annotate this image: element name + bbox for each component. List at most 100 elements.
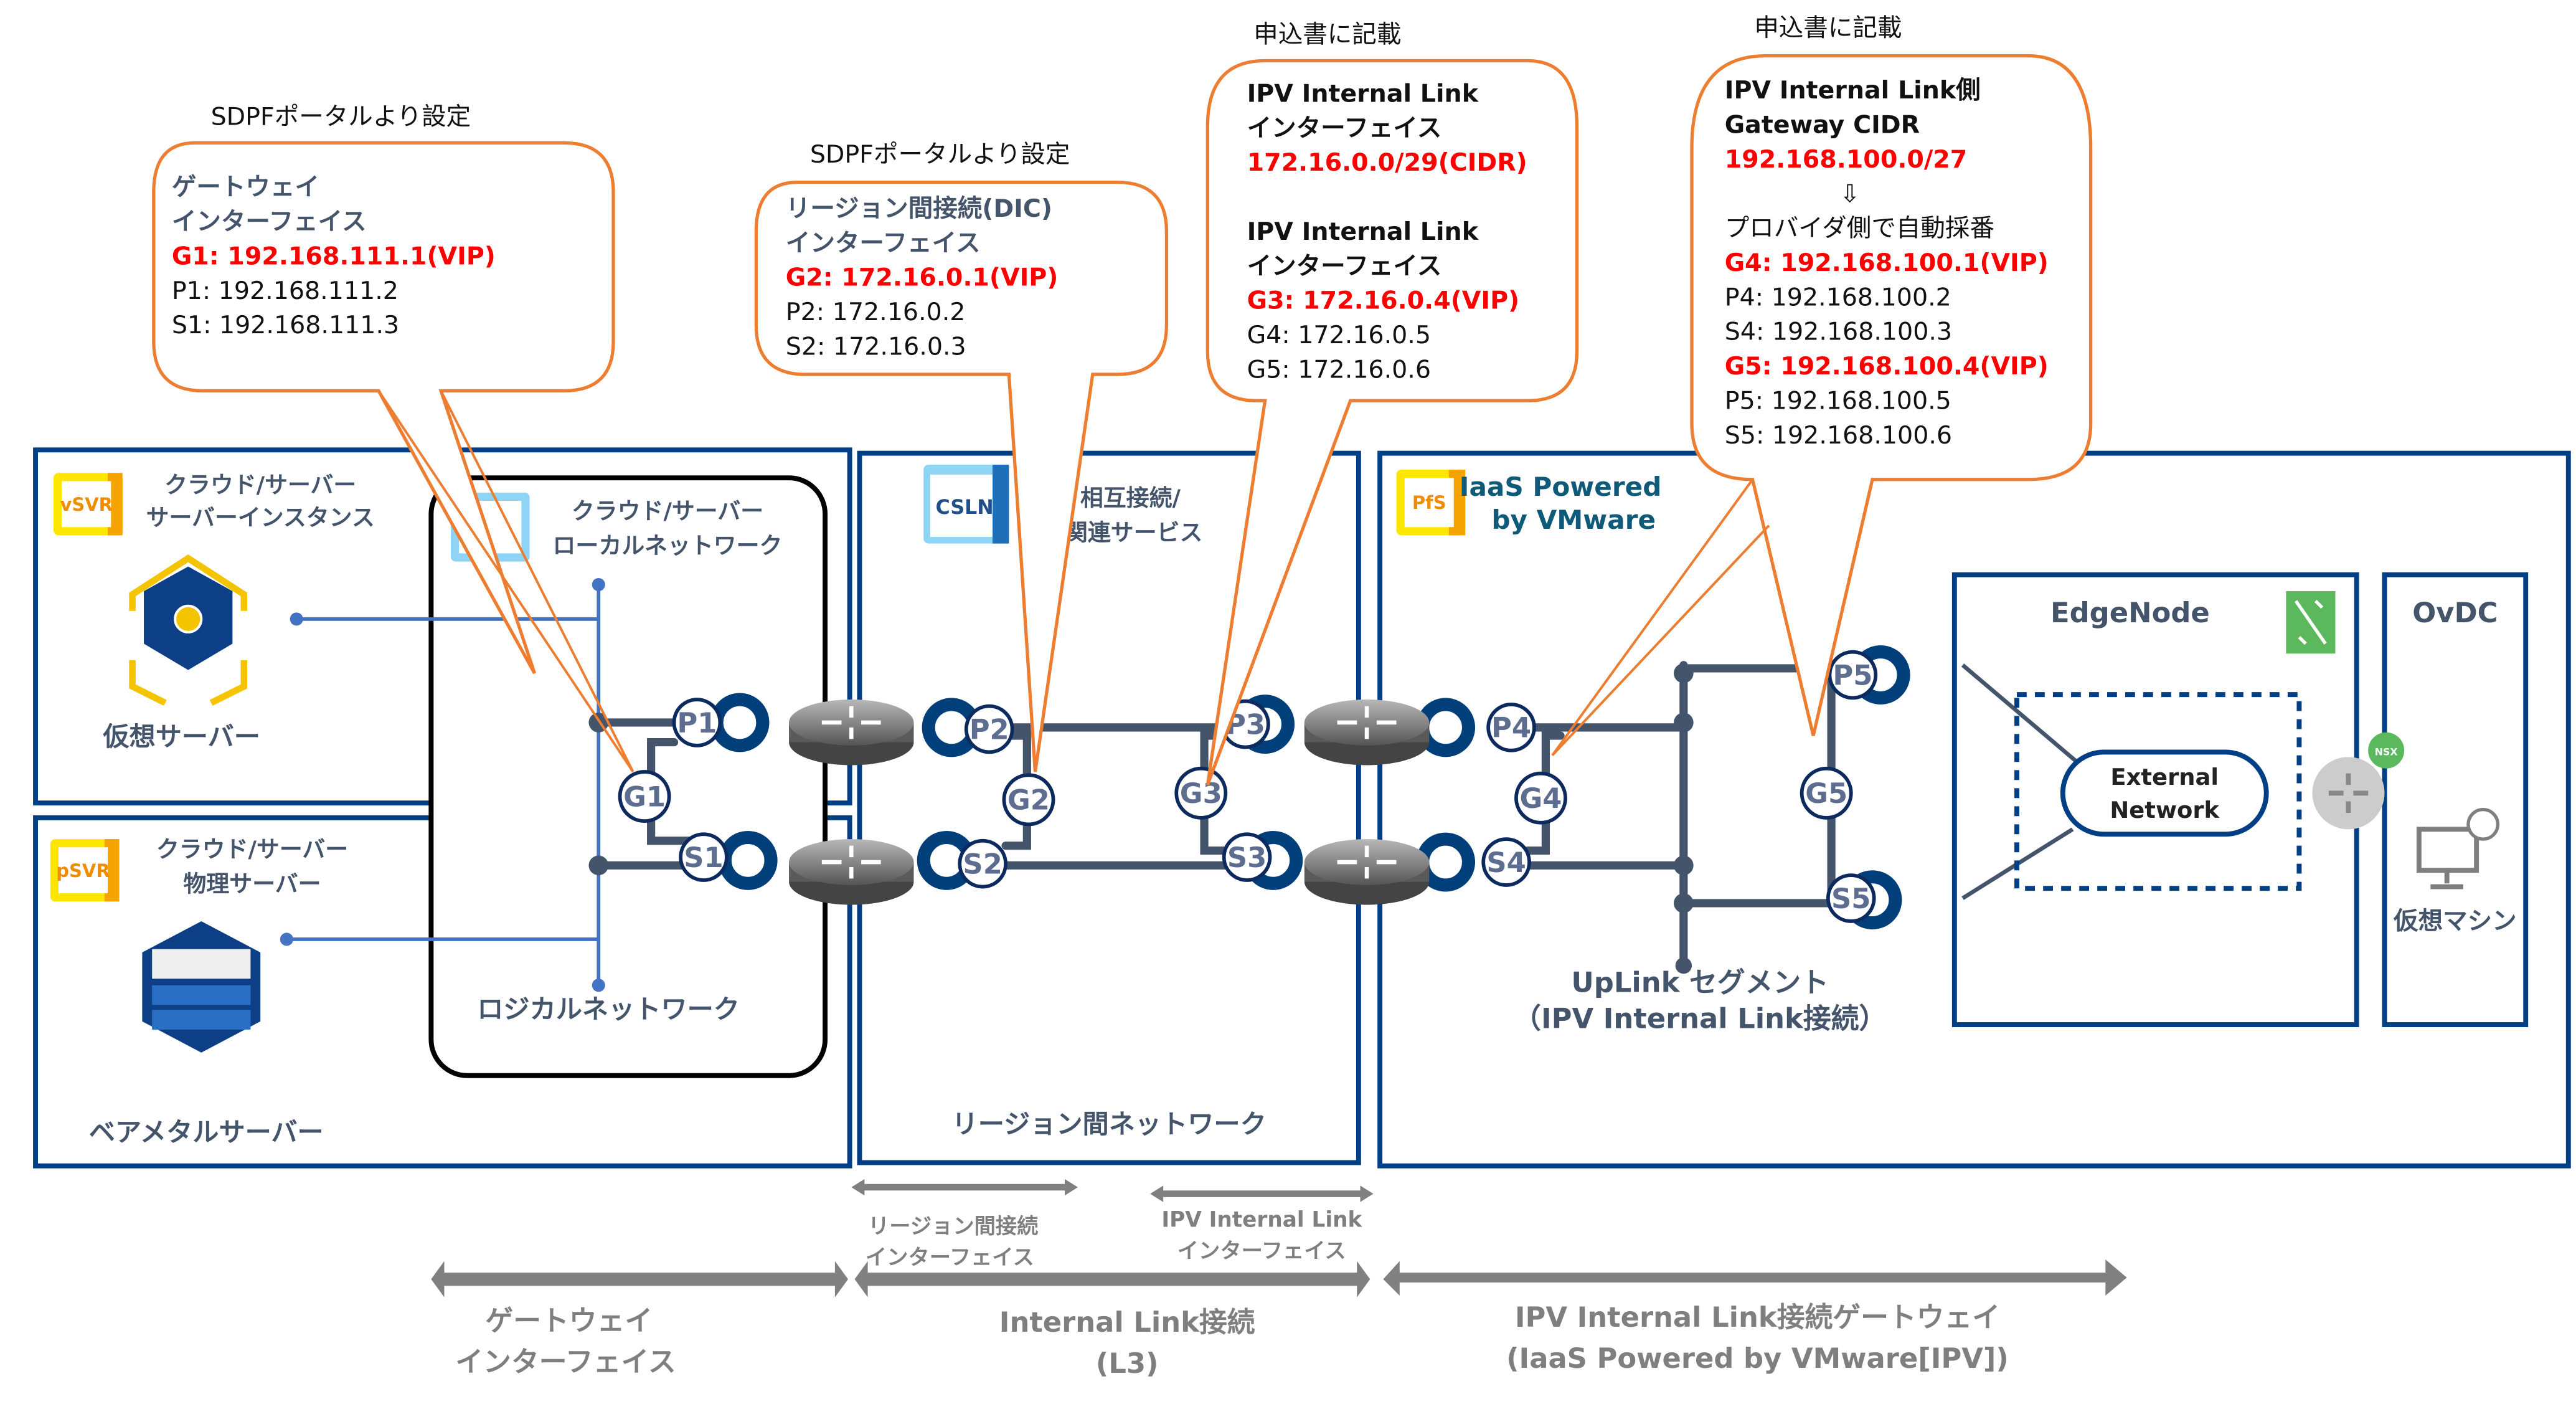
logical-network-label: ロジカルネットワーク [477,994,740,1024]
psvr-title: クラウド/サーバー [156,836,348,863]
callout-3-line: IPV Internal Link [1247,217,1479,246]
svg-text:G2: G2 [1007,784,1050,817]
svg-text:P1: P1 [677,706,717,739]
bus-end-bottom [592,979,605,992]
node-G5: G5 [1800,766,1853,820]
ovdc-title: OvDC [2412,596,2498,629]
router-icon-4 [1305,839,1429,904]
span-label-ipv-gw-2: (IaaS Powered by VMware[IPV]) [1506,1342,2009,1375]
callout-2-line: S2: 172.16.0.3 [786,332,966,361]
vsvr-title: クラウド/サーバー [164,472,356,498]
local-subtitle: ローカルネットワーク [553,532,783,559]
psvr-port [280,932,293,946]
span-label-ipv-2: インターフェイス [1177,1238,1346,1263]
edgenode-title: EdgeNode [2050,596,2210,629]
pfs-title: IaaS Powered [1460,472,1662,502]
span-label-gateway-2: インターフェイス [455,1345,676,1378]
router-icon-2 [789,839,913,904]
node-P2: P2 [964,704,1014,754]
svg-text:NSX: NSX [2375,746,2398,758]
callout-4-line: プロバイダ側で自動採番 [1725,214,1994,243]
node-S1: S1 [679,832,729,882]
callout-3: 申込書に記載 IPV Internal Linkインターフェイス172.16.0… [1205,21,1579,786]
callout-3-line: G4: 172.16.0.5 [1247,321,1431,349]
svg-text:S4: S4 [1486,846,1526,879]
internal-link-wires [981,723,1253,870]
node-S3: S3 [1222,832,1272,882]
local-title: クラウド/サーバー [572,498,763,524]
external-network-node [2060,749,2269,837]
vsvr-subtitle: サーバーインスタンス [146,505,375,531]
inter-region-network-label: リージョン間ネットワーク [952,1109,1267,1139]
callout-1-line: ゲートウェイ [172,173,319,202]
svg-text:S2: S2 [963,847,1002,880]
svg-text:CSLN: CSLN [936,496,994,519]
callout-3-caption: 申込書に記載 [1253,21,1401,49]
node-P4: P4 [1486,703,1536,752]
node-P1: P1 [672,698,722,747]
node-P5: P5 [1828,650,1878,700]
node-S4: S4 [1481,837,1531,887]
callout-4-line: 192.168.100.0/27 [1725,145,1968,174]
callout-4-line: ⇩ [1839,179,1860,208]
svg-text:S1: S1 [684,841,723,874]
virtual-server-icon [129,554,248,706]
external-network-area [2014,692,2302,891]
node-S5: S5 [1826,873,1876,923]
callout-4-line: IPV Internal Link側 [1725,76,1981,105]
bare-metal-label: ベアメタルサーバー [89,1117,324,1147]
span-label-internal-1: Internal Link接続 [999,1306,1255,1339]
callout-3-line: 172.16.0.0/29(CIDR) [1247,148,1527,177]
zone-ovdc [2382,572,2529,1027]
logical-network-wire [286,584,601,985]
callout-4-line: G4: 192.168.100.1(VIP) [1725,249,2049,277]
external-network-label-2: Network [2110,797,2220,823]
uplink-segment-sublabel: （IPV Internal Link接続） [1513,1002,1887,1035]
svg-text:P2: P2 [970,713,1009,746]
svg-text:G4: G4 [1520,782,1562,815]
callout-3-line: G3: 172.16.0.4(VIP) [1247,287,1520,315]
svg-text:G5: G5 [1805,777,1847,810]
router-icon-3 [1305,700,1429,765]
callout-2-caption: SDPFポータルより設定 [810,140,1070,169]
virtual-machine-icon [2416,808,2500,889]
callout-1-line: P1: 192.168.111.2 [172,277,399,305]
virtual-machine-label: 仮想マシン [2393,907,2517,936]
csln-title: 相互接続/ [1080,485,1181,511]
nsx-edge-icon [2286,591,2336,654]
node-G2: G2 [1002,773,1055,827]
callout-4-line: S4: 192.168.100.3 [1725,318,1952,346]
callout-3-line: G5: 172.16.0.6 [1247,355,1431,384]
pfs-badge: PfS [1396,469,1466,536]
external-network-label-1: External [2110,764,2219,790]
span-arrow-region-interface [851,1179,1078,1196]
node-S2: S2 [958,838,1007,889]
callout-4-line: S5: 192.168.100.6 [1725,421,1952,450]
svg-text:P4: P4 [1491,711,1531,744]
svg-text:vSVR: vSVR [60,494,113,515]
virtual-server-label: 仮想サーバー [102,721,260,752]
csln-subtitle: 関連サービス [1065,519,1202,546]
callout-2-line: リージョン間接続(DIC) [786,194,1052,223]
vsvr-badge: vSVR [54,473,123,536]
span-arrow-ipv-gateway [1383,1259,2127,1296]
psvr-badge: pSVR [50,839,120,902]
callout-4-line: P4: 192.168.100.2 [1725,283,1951,311]
vsvr-port [290,612,303,626]
callout-4-line: Gateway CIDR [1725,111,1920,140]
span-label-region-1: リージョン間接続 [868,1214,1038,1239]
callout-1-caption: SDPFポータルより設定 [211,102,471,131]
span-label-ipv-1: IPV Internal Link [1161,1207,1362,1232]
callout-2-line: インターフェイス [786,229,981,257]
node-G4: G4 [1514,771,1567,825]
bus-end-top [592,577,605,592]
callout-4-line: G5: 192.168.100.4(VIP) [1725,352,2049,381]
callout-2-line: G2: 172.16.0.1(VIP) [786,263,1059,292]
span-label-region-2: インターフェイス [866,1245,1034,1270]
svg-text:PfS: PfS [1412,492,1446,513]
callout-4-line: P5: 192.168.100.5 [1725,386,1951,415]
span-arrow-ipv-interface [1150,1185,1374,1202]
